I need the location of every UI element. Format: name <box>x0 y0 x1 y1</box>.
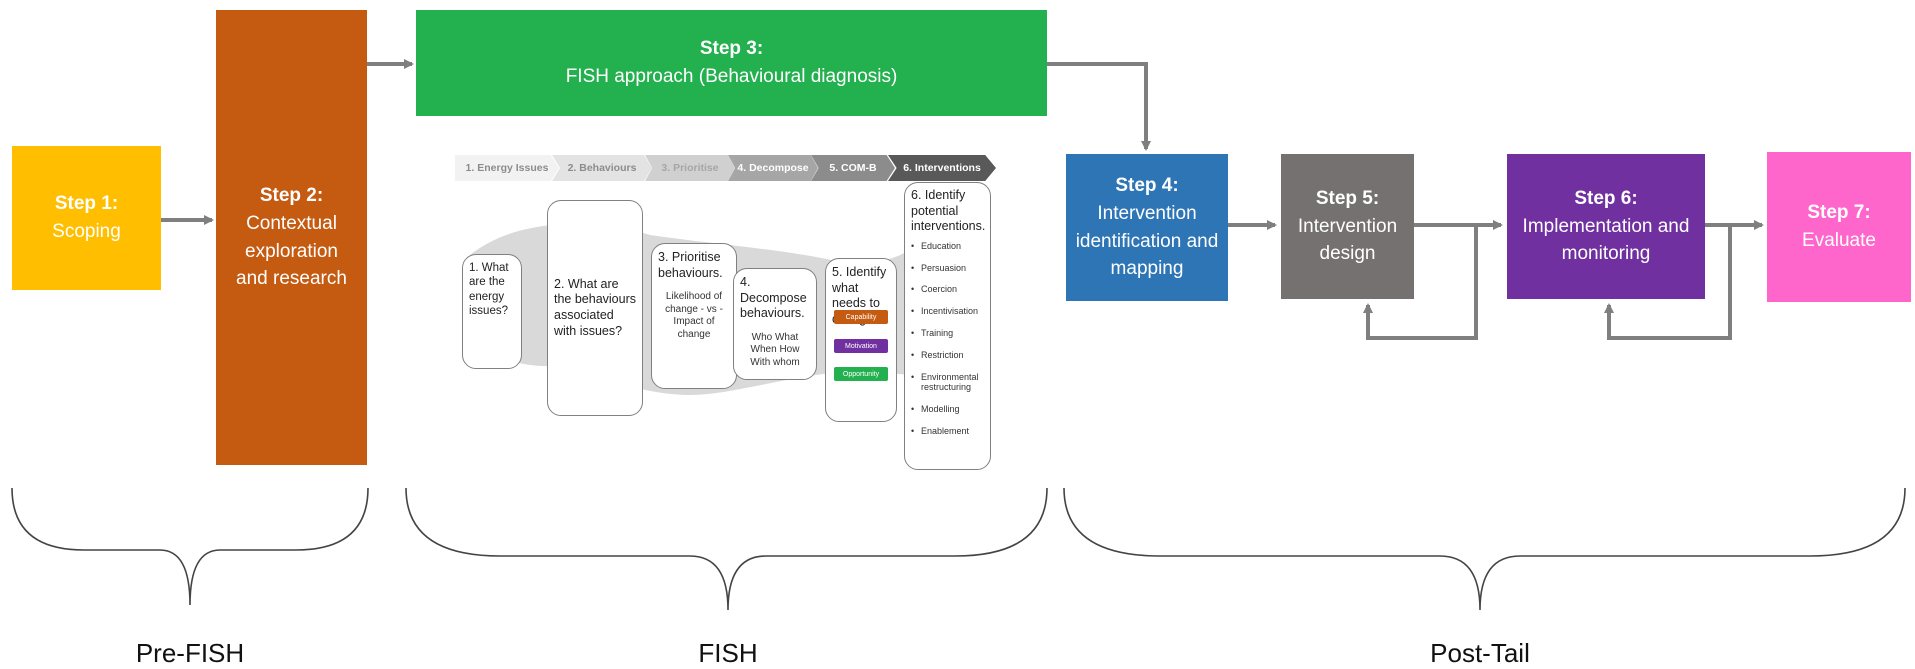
phase-label-pre-fish: Pre-FISH <box>135 638 245 668</box>
step7-title: Step 7: <box>1807 202 1871 224</box>
brace-fish <box>405 487 1048 611</box>
step1-box: Step 1: Scoping <box>12 146 161 290</box>
step6-body: Implementation and monitoring <box>1522 215 1690 265</box>
brace-post-tail <box>1063 487 1906 611</box>
arrow-step3-to-step4 <box>1047 62 1151 151</box>
step2-body: Contextual exploration and research <box>236 212 347 290</box>
step4-body: Intervention identification and mapping <box>1075 202 1219 280</box>
phase-label-post-tail: Post-Tail <box>1430 638 1530 668</box>
step1-title: Step 1: <box>54 193 119 215</box>
step3-title: Step 3: <box>699 38 764 60</box>
step7-body: Evaluate <box>1802 230 1876 251</box>
step5-box: Step 5: Intervention design <box>1281 154 1414 299</box>
step7-box: Step 7: Evaluate <box>1767 152 1911 302</box>
step5-title: Step 5: <box>1315 188 1380 210</box>
phase-label-fish: FISH <box>698 638 758 668</box>
step2-box: Step 2: Contextual exploration and resea… <box>216 10 367 465</box>
step4-box: Step 4: Intervention identification and … <box>1066 154 1228 301</box>
step3-box: Step 3: FISH approach (Behavioural diagn… <box>416 10 1047 116</box>
step5-body: Intervention design <box>1297 215 1398 265</box>
brace-pre-fish <box>11 487 369 606</box>
step6-box: Step 6: Implementation and monitoring <box>1507 154 1705 299</box>
feedback-loop-step5 <box>1363 225 1478 340</box>
feedback-loop-step6 <box>1604 225 1732 340</box>
step2-title: Step 2: <box>259 185 324 207</box>
step4-title: Step 4: <box>1115 175 1179 197</box>
step1-body: Scoping <box>52 221 121 242</box>
step6-title: Step 6: <box>1574 188 1638 210</box>
step3-body: FISH approach (Behavioural diagnosis) <box>565 66 898 87</box>
